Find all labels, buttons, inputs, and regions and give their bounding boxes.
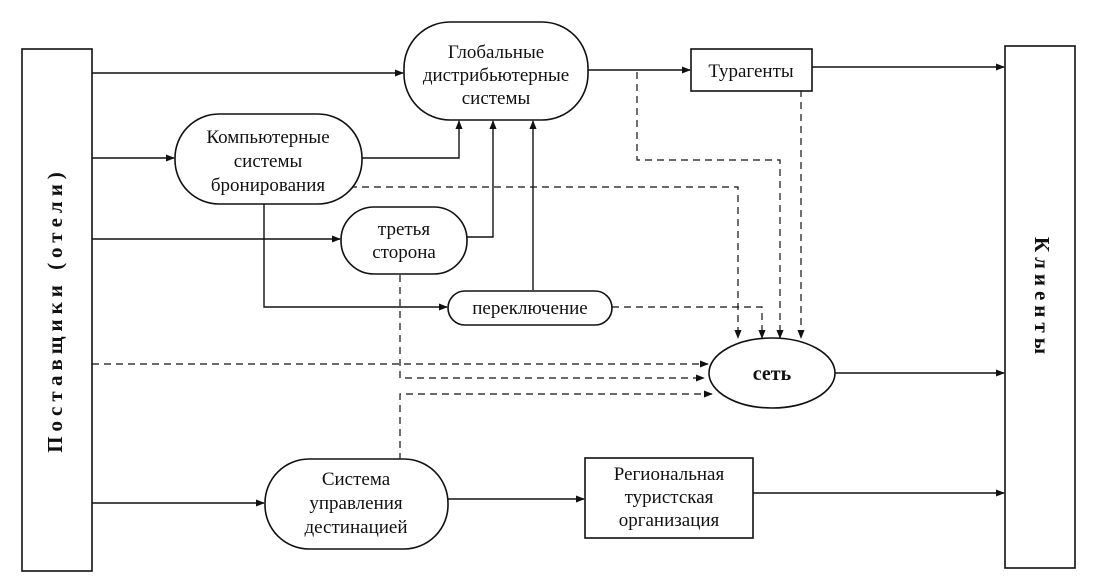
connectors xyxy=(92,63,1005,507)
suppliers-box: Поставщики (отели) xyxy=(21,48,93,572)
edge-switching-network xyxy=(612,306,766,339)
rto-line-3: организация xyxy=(619,510,720,531)
rto-line-2: туристская xyxy=(625,487,714,508)
travel-agents-label: Турагенты xyxy=(708,61,794,82)
edge-crs-switching xyxy=(263,203,448,311)
dms-node: Система управления дестинацией xyxy=(264,458,449,550)
network-node: сеть xyxy=(708,337,836,409)
rto-line-1: Региональная xyxy=(614,464,725,485)
edge-third-party-gds xyxy=(467,120,497,238)
crs-line-3: бронирования xyxy=(211,175,325,196)
clients-label: Клиенты xyxy=(1030,237,1054,359)
edge-gds-network xyxy=(636,72,784,339)
gds-line-3: системы xyxy=(462,88,531,109)
crs-line-1: Компьютерные xyxy=(206,127,329,148)
suppliers-label: Поставщики (отели) xyxy=(43,167,67,453)
edge-dms-network xyxy=(399,390,713,460)
network-label: сеть xyxy=(753,363,792,385)
switching-node: переключение xyxy=(447,290,613,326)
rto-node: Региональная туристская организация xyxy=(584,457,754,539)
edge-crs-network xyxy=(350,186,742,339)
gds-line-1: Глобальные xyxy=(448,42,544,63)
third-party-node: третья сторона xyxy=(340,206,468,275)
third-party-line-2: сторона xyxy=(372,242,436,263)
clients-box: Клиенты xyxy=(1004,45,1076,569)
gds-line-2: дистрибьютерные xyxy=(423,65,569,86)
edge-third-party-network xyxy=(399,275,705,382)
edge-crs-gds xyxy=(362,120,463,159)
gds-node: Глобальные дистрибьютерные системы xyxy=(403,21,589,121)
crs-node: Компьютерные системы бронирования xyxy=(174,113,363,205)
travel-agents-node: Турагенты xyxy=(690,48,813,92)
crs-line-2: системы xyxy=(234,151,303,172)
dms-line-3: дестинацией xyxy=(304,517,407,538)
dms-line-1: Система xyxy=(322,469,391,490)
third-party-line-1: третья xyxy=(378,219,430,240)
switching-label: переключение xyxy=(472,298,587,319)
dms-line-2: управления xyxy=(309,493,403,514)
